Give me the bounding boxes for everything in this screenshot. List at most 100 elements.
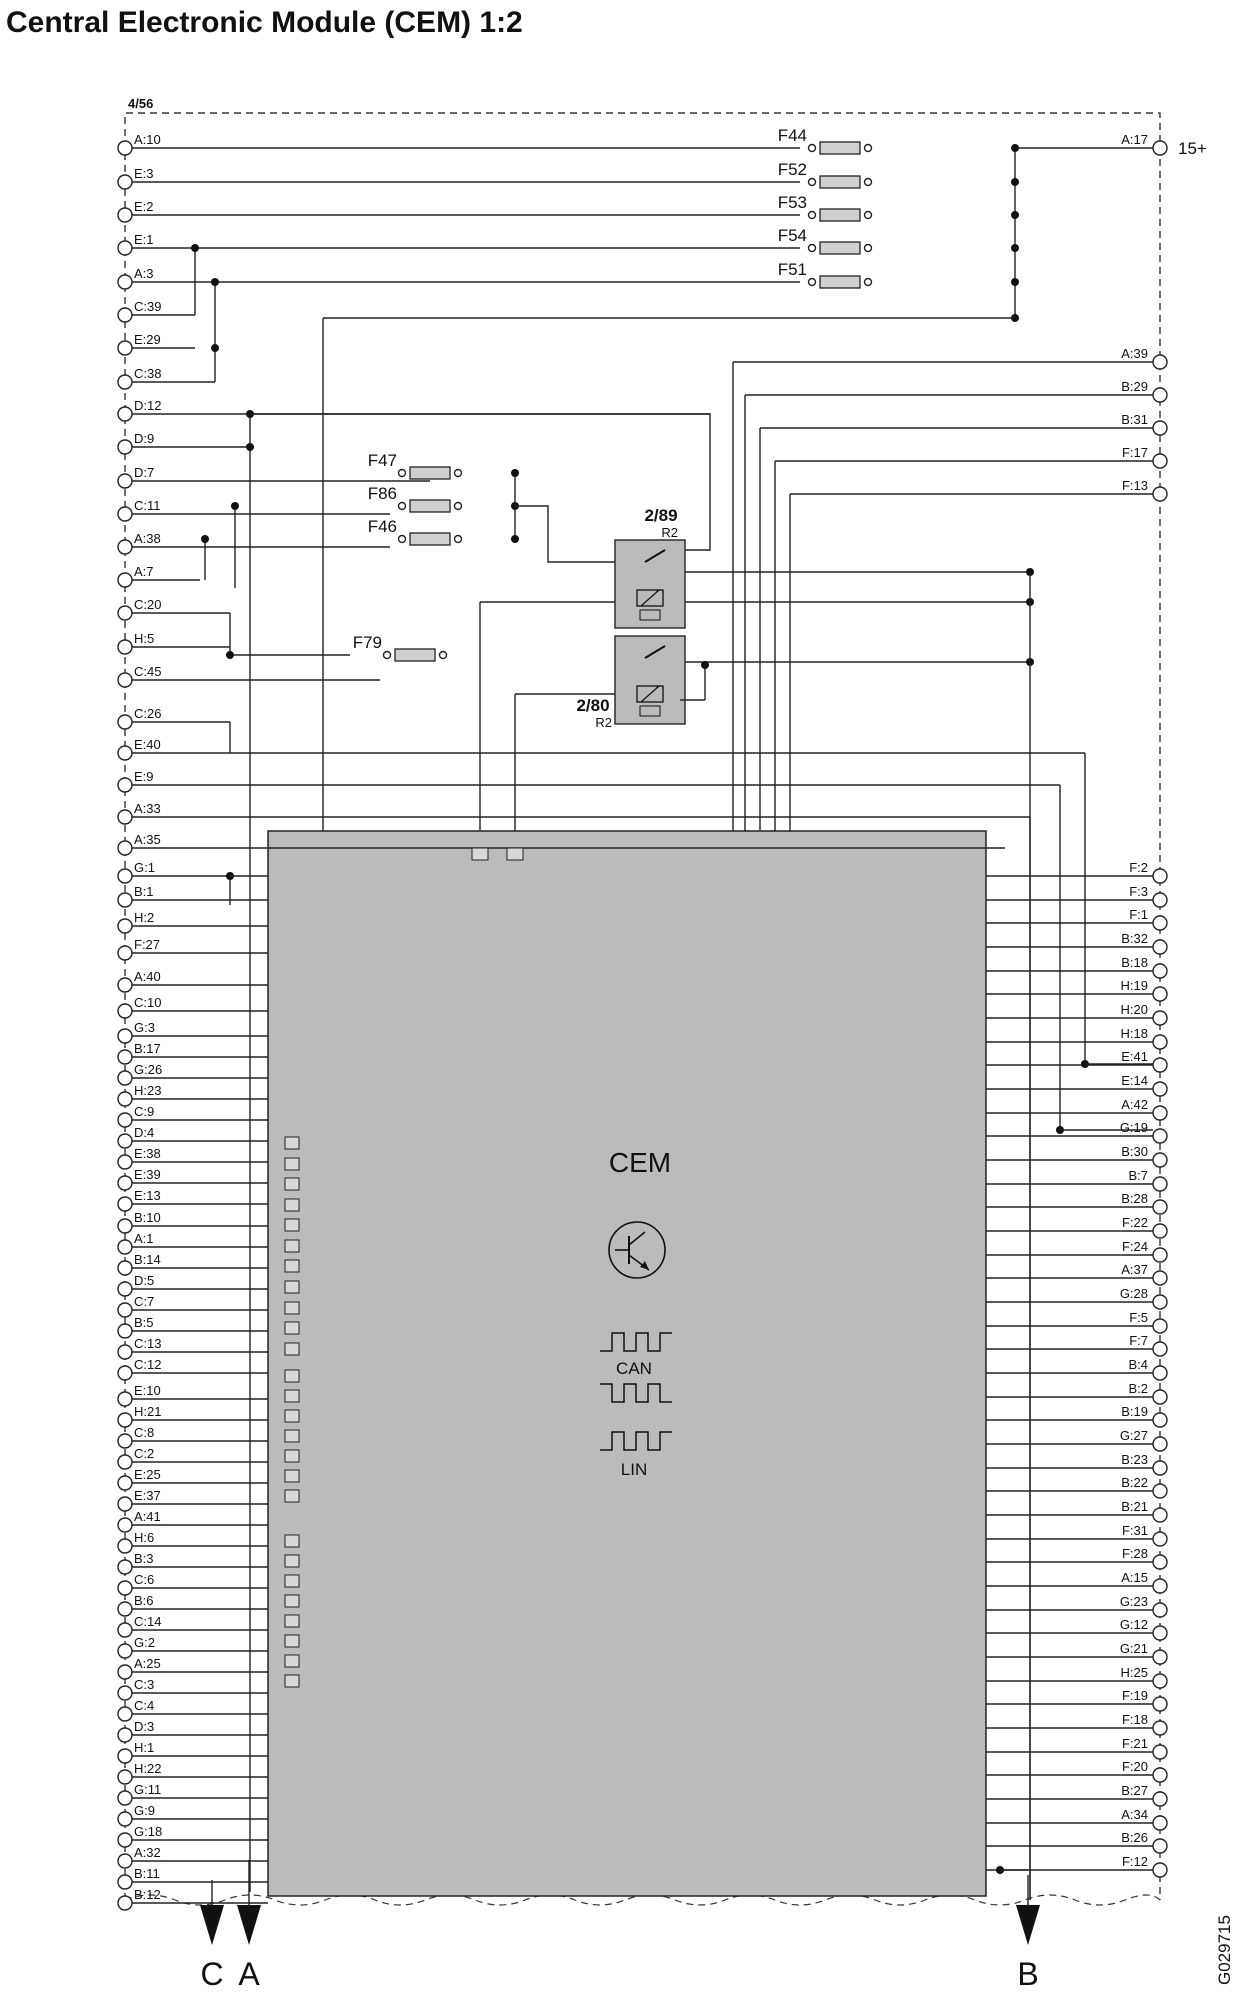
fuse-terminal <box>863 210 873 220</box>
fuse-terminal <box>863 243 873 253</box>
terminals: A:10E:3E:2E:1A:3C:39E:29C:38D:12D:9D:7C:… <box>117 132 1168 1911</box>
fuse <box>394 648 436 662</box>
junction-dot <box>226 651 234 659</box>
left-pin-label: D:4 <box>134 1125 154 1140</box>
terminal <box>1152 1318 1168 1334</box>
left-pin-label: A:41 <box>134 1509 161 1524</box>
fuse-label: F44 <box>778 126 807 145</box>
junction-dot <box>1011 278 1019 286</box>
connector-mark <box>284 1301 300 1315</box>
left-pin-label: C:6 <box>134 1572 154 1587</box>
terminal <box>1152 1767 1168 1783</box>
fuse-label: F53 <box>778 193 807 212</box>
connector-mark <box>284 1574 300 1588</box>
terminal <box>1152 1673 1168 1689</box>
relay-r2-ref: 2/80 <box>576 696 609 715</box>
left-pin-label: H:2 <box>134 910 154 925</box>
left-pin-label: B:6 <box>134 1593 154 1608</box>
right-pin-label: F:24 <box>1122 1239 1148 1254</box>
fuse-label: F46 <box>368 517 397 536</box>
left-pin-label: G:9 <box>134 1803 155 1818</box>
left-pin-label: G:2 <box>134 1635 155 1650</box>
terminal <box>117 1003 133 1019</box>
connector-mark <box>284 1614 300 1628</box>
wire <box>515 505 615 563</box>
right-pin-label: B:30 <box>1121 1144 1148 1159</box>
left-pin-label: C:4 <box>134 1698 154 1713</box>
fuse-terminal <box>807 177 817 187</box>
right-pin-label: G:27 <box>1120 1428 1148 1443</box>
left-pin-label: C:11 <box>134 498 161 513</box>
terminal <box>1152 1128 1168 1144</box>
left-pin-label: B:11 <box>134 1866 160 1881</box>
fuse-terminal <box>397 534 407 544</box>
terminal <box>117 1496 133 1512</box>
terminal <box>117 977 133 993</box>
terminal <box>1152 354 1168 370</box>
connector-mark <box>284 1218 300 1232</box>
terminal <box>1152 1625 1168 1641</box>
fuse-terminal <box>397 501 407 511</box>
terminal <box>117 1391 133 1407</box>
terminal <box>1152 1460 1168 1476</box>
left-pin-label: B:1 <box>134 884 154 899</box>
left-pin-label: G:11 <box>134 1782 161 1797</box>
left-pin-label: E:29 <box>134 332 161 347</box>
terminal <box>1152 1838 1168 1854</box>
connector-mark <box>284 1674 300 1688</box>
fuse <box>819 275 861 289</box>
left-pin-label: A:33 <box>134 801 161 816</box>
fuse-terminal <box>807 143 817 153</box>
connector-mark <box>284 1469 300 1483</box>
lin-label: LIN <box>621 1460 647 1479</box>
terminal <box>117 1454 133 1470</box>
terminal <box>1152 868 1168 884</box>
terminal <box>1152 140 1168 156</box>
connector-mark <box>284 1449 300 1463</box>
can-bus-symbol: CAN <box>600 1332 672 1403</box>
connector-mark <box>284 1554 300 1568</box>
left-pin-label: C:8 <box>134 1425 154 1440</box>
right-pin-label: B:31 <box>1121 412 1148 427</box>
left-pin-label: G:1 <box>134 860 155 875</box>
fuse <box>409 499 451 513</box>
right-pin-label: F:22 <box>1122 1215 1148 1230</box>
junction-dot <box>1011 244 1019 252</box>
right-pin-label: A:42 <box>1121 1097 1148 1112</box>
terminal <box>117 140 133 156</box>
terminal <box>1152 1483 1168 1499</box>
left-pin-label: C:7 <box>134 1294 154 1309</box>
fuse-terminal <box>807 277 817 287</box>
terminal <box>117 1433 133 1449</box>
fuse-terminal <box>807 243 817 253</box>
transistor-icon <box>608 1221 666 1279</box>
right-pin-label: B:23 <box>1121 1452 1148 1467</box>
terminal <box>1152 1010 1168 1026</box>
left-pin-label: B:12 <box>134 1887 161 1902</box>
terminal <box>1152 1815 1168 1831</box>
supply-label: 15+ <box>1178 139 1207 158</box>
terminal <box>117 1664 133 1680</box>
terminal <box>117 1853 133 1869</box>
terminal <box>117 1175 133 1191</box>
terminal <box>117 1874 133 1890</box>
left-pin-label: E:9 <box>134 769 154 784</box>
right-pin-label: F:18 <box>1122 1712 1148 1727</box>
terminal <box>1152 1862 1168 1878</box>
terminal <box>1152 892 1168 908</box>
left-pin-label: F:27 <box>134 937 160 952</box>
connector-mark <box>284 1342 300 1356</box>
junction-dot <box>1011 211 1019 219</box>
right-pin-label: B:21 <box>1121 1499 1148 1514</box>
terminal <box>117 1685 133 1701</box>
connector-mark <box>284 1177 300 1191</box>
right-pin-label: A:34 <box>1121 1807 1148 1822</box>
terminal <box>117 1239 133 1255</box>
right-pin-label: E:14 <box>1121 1073 1148 1088</box>
left-pin-label: E:10 <box>134 1383 161 1398</box>
junction-dot <box>511 535 519 543</box>
left-pin-label: D:9 <box>134 431 154 446</box>
left-pin-label: C:3 <box>134 1677 154 1692</box>
